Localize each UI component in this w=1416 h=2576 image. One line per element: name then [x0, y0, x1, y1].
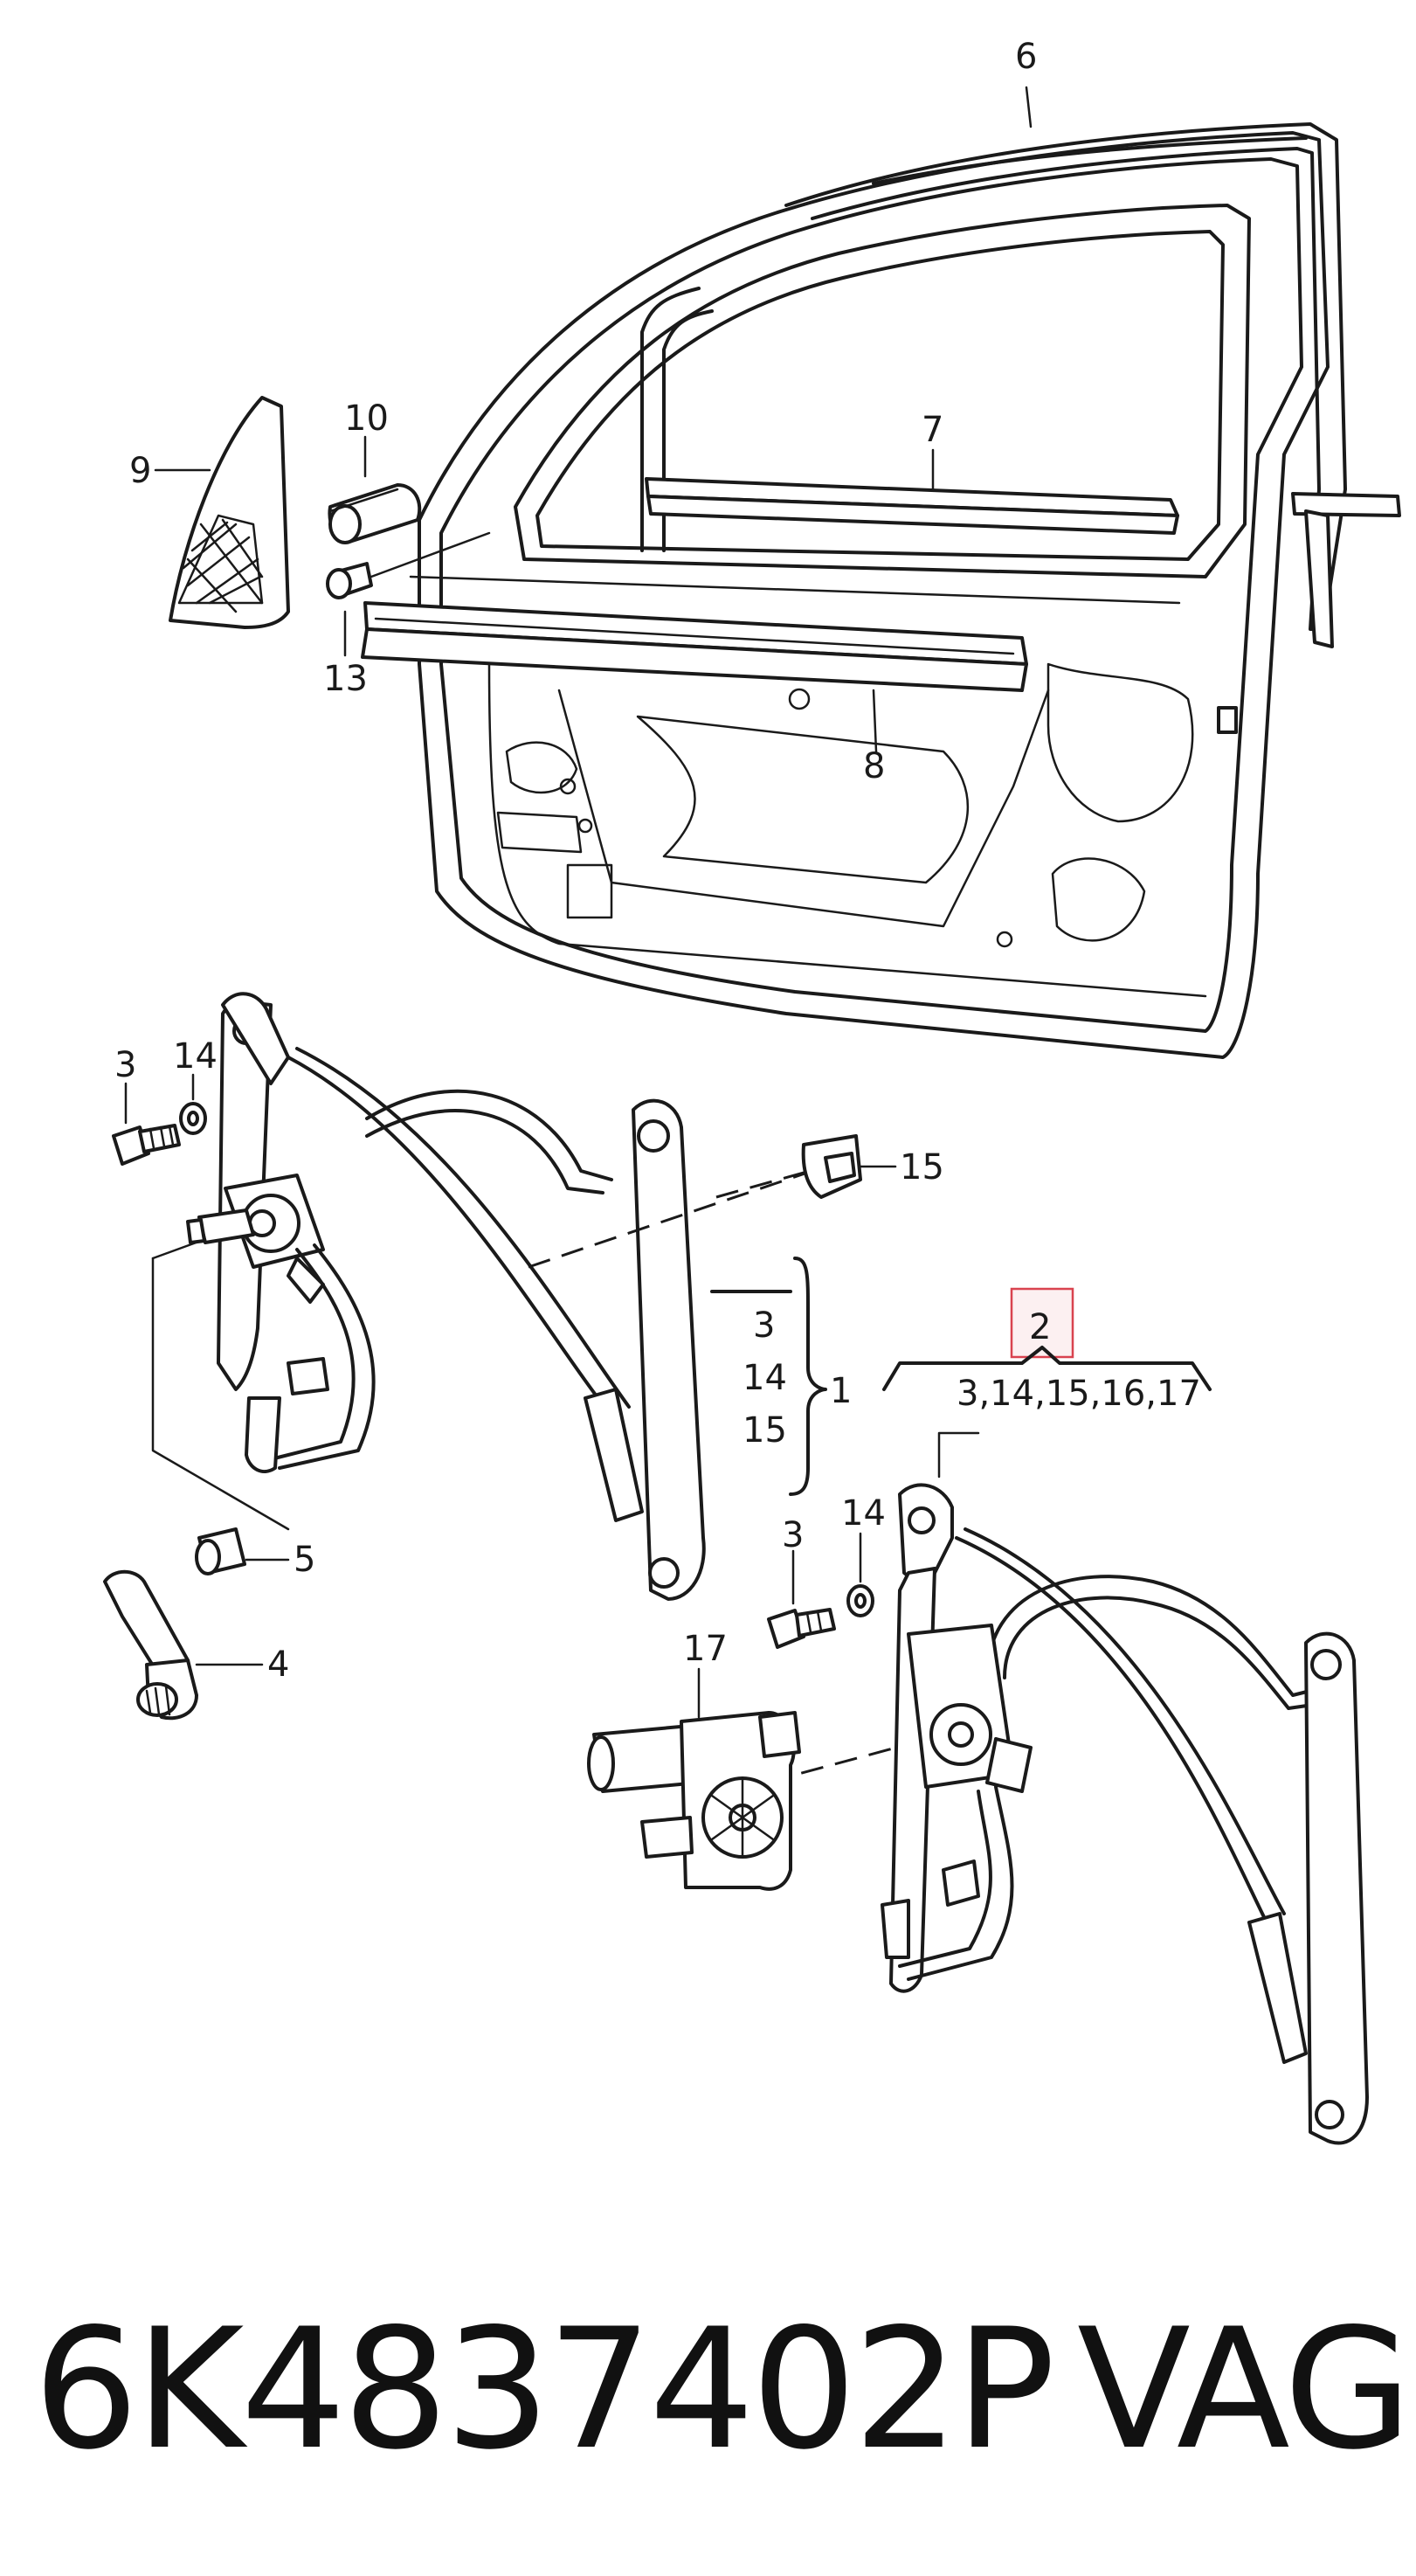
callout-3-right: 3: [782, 1515, 804, 1555]
bracket-item-14: 14: [743, 1358, 787, 1398]
callout-5: 5: [294, 1540, 315, 1580]
callout-14-right: 14: [841, 1493, 886, 1534]
clip-15: [801, 1134, 862, 1199]
mirror-triangle-cover: [169, 396, 290, 629]
callout-9: 9: [129, 451, 151, 491]
window-slot-rail: [361, 575, 1181, 692]
callout-3-left: 3: [114, 1045, 136, 1085]
callout-17: 17: [683, 1629, 728, 1669]
callout-1: 1: [830, 1371, 852, 1411]
motor-17: [587, 1711, 801, 1891]
bush-part-10: [328, 483, 422, 544]
bracket-item-3: 3: [753, 1305, 775, 1346]
cap-part-13: [326, 531, 491, 599]
callout-15-clip: 15: [900, 1147, 944, 1188]
bolt-3-right: [767, 1608, 836, 1649]
regulator-assembly-1: [186, 992, 706, 1601]
callout-14-left: 14: [173, 1036, 218, 1077]
footer-caption: 6K4837402P VAG: [24, 2289, 1413, 2517]
kit-bracket-2: [882, 1346, 1212, 1391]
regulator-assembly-2: [881, 1483, 1369, 2145]
callout-4: 4: [267, 1645, 289, 1685]
callout-labels: 6 7 8 9 10 13 3 14 15 1 3 14 15 5 4 2 3,…: [114, 37, 1201, 1685]
callout-2: 2: [1029, 1307, 1051, 1347]
bush-5: [195, 1527, 246, 1575]
kit-2-contents: 3,14,15,16,17: [957, 1374, 1201, 1414]
callout-7: 7: [922, 410, 943, 450]
door-shell: [418, 122, 1347, 1059]
bolt-3-left: [112, 1124, 181, 1166]
group-bracket-1: [710, 1257, 827, 1496]
callout-13: 13: [323, 659, 368, 699]
leader-lines: [124, 86, 1033, 1719]
brand-label: VAG: [1077, 2293, 1413, 2486]
window-channels: [645, 477, 1401, 648]
crank-handle-4: [103, 1569, 198, 1721]
washer-14-right: [846, 1584, 874, 1617]
callout-6: 6: [1015, 37, 1037, 77]
part-number: 6K4837402P: [33, 2293, 1055, 2486]
callout-8: 8: [863, 746, 885, 786]
highlight-box-2: [1010, 1287, 1074, 1359]
callout-10: 10: [344, 398, 389, 439]
bracket-item-15: 15: [743, 1410, 787, 1451]
washer-14-left: [179, 1102, 207, 1135]
